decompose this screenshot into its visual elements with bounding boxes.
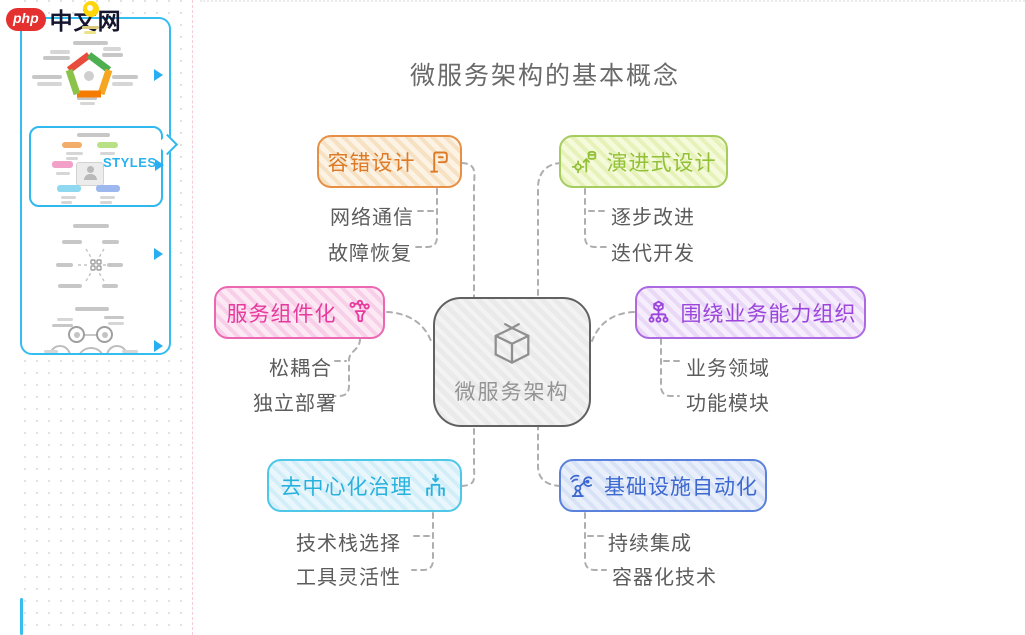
thumb-text-bar — [103, 47, 121, 51]
thumb-text-bar — [77, 133, 110, 137]
thumb-text-bar — [102, 53, 123, 57]
branch-label: 演进式设计 — [606, 151, 717, 175]
thumb-text-bar — [73, 224, 109, 228]
radial-links-icon — [78, 248, 112, 282]
leaf-label[interactable]: 功能模块 — [686, 393, 770, 415]
evolution-icon — [571, 150, 596, 174]
thumb-text-bar — [75, 307, 109, 311]
org-cube-icon — [648, 300, 668, 323]
thumb-text-bar — [102, 284, 118, 288]
play-arrow-icon[interactable] — [154, 69, 163, 81]
styles-sidebar: STYLES — [20, 17, 171, 355]
open-cube-icon — [494, 322, 530, 364]
branch-node-infrastructure-automation[interactable]: 基础设施自动化 — [559, 459, 767, 512]
thumb-text-bar — [80, 102, 95, 105]
leaf-label[interactable]: 迭代开发 — [611, 243, 695, 265]
mini-node-cyan — [57, 185, 81, 192]
thumb-text-bar — [104, 316, 124, 319]
branch-node-evolutionary[interactable]: 演进式设计 — [559, 135, 728, 188]
mini-node-blue — [96, 185, 120, 192]
mini-node-green — [97, 142, 118, 148]
template-thumb-styles[interactable]: STYLES — [29, 126, 164, 207]
thumb-text-bar — [56, 172, 70, 175]
mini-node-pink — [52, 161, 73, 168]
branch-label: 服务组件化 — [226, 302, 337, 326]
mini-node-orange — [62, 142, 82, 148]
center-node-label: 微服务架构 — [454, 380, 570, 404]
branch-node-decentralized-governance[interactable]: 去中心化治理 — [267, 459, 462, 512]
play-arrow-icon[interactable] — [154, 248, 163, 260]
play-arrow-icon[interactable] — [155, 159, 164, 171]
branch-node-fault-tolerant[interactable]: 容错设计 — [317, 135, 462, 188]
thumb-text-bar — [112, 82, 133, 86]
thumb-text-bar — [61, 196, 76, 199]
leaf-label[interactable]: 持续集成 — [608, 533, 692, 555]
leaf-label[interactable]: 业务领域 — [686, 358, 770, 380]
pentagon-chart-icon — [65, 52, 113, 98]
next-card-edge — [20, 598, 23, 635]
leaf-label[interactable]: 工具灵活性 — [296, 567, 401, 589]
leaf-label[interactable]: 松耦合 — [269, 358, 332, 380]
pink-guide-line — [192, 0, 193, 635]
thumb-text-bar — [100, 196, 115, 199]
center-node[interactable]: 微服务架构 — [433, 297, 591, 427]
thumb-text-bar — [52, 324, 73, 327]
thumb-text-bar — [32, 75, 62, 79]
template-thumb-faces[interactable] — [22, 303, 169, 353]
thumb-text-bar — [62, 240, 82, 244]
thumb-text-bar — [100, 201, 112, 204]
thumb-text-bar — [66, 157, 78, 160]
branch-label: 基础设施自动化 — [604, 475, 758, 499]
styles-label: STYLES — [103, 155, 157, 170]
thumb-text-bar — [57, 318, 73, 321]
thumb-text-bar — [44, 350, 58, 353]
lamp-icon — [82, 1, 102, 37]
decentral-icon — [425, 473, 445, 497]
thumb-text-bar — [66, 152, 83, 155]
mini-center-node — [76, 162, 104, 186]
thumb-text-bar — [112, 75, 138, 79]
flag-icon — [429, 151, 448, 173]
leaf-label[interactable]: 逐步改进 — [611, 207, 695, 229]
thumb-text-bar — [100, 152, 115, 155]
thumb-text-bar — [37, 82, 62, 86]
robot-arm-icon — [570, 474, 593, 497]
leaf-label[interactable]: 容器化技术 — [612, 567, 717, 589]
brand-logo[interactable]: php 中文网 — [6, 2, 122, 36]
thumb-text-bar — [102, 240, 119, 244]
thumb-text-bar — [73, 41, 108, 45]
mindmap-title: 微服务架构的基本概念 — [409, 62, 681, 90]
leaf-label[interactable]: 独立部署 — [253, 393, 337, 415]
php-badge: php — [6, 7, 46, 31]
thumb-text-bar — [108, 322, 124, 325]
mini-face-circle — [78, 347, 104, 353]
branch-label: 围绕业务能力组织 — [680, 302, 857, 326]
branch-label: 容错设计 — [327, 151, 416, 175]
thumb-connector-bar — [83, 334, 97, 336]
branch-node-business-capability[interactable]: 围绕业务能力组织 — [635, 286, 866, 339]
leaf-label[interactable]: 技术栈选择 — [296, 533, 401, 555]
molecule-icon — [348, 299, 370, 323]
thumb-text-bar — [50, 50, 70, 54]
leaf-label[interactable]: 网络通信 — [330, 207, 414, 229]
thumb-text-bar — [122, 350, 138, 353]
thumb-text-bar — [43, 56, 70, 60]
thumb-text-bar — [61, 201, 72, 204]
mini-face-circle — [68, 326, 85, 343]
canvas-top-guide — [200, 0, 1025, 2]
mini-face-circle — [96, 326, 113, 343]
play-arrow-icon[interactable] — [154, 340, 163, 352]
leaf-label[interactable]: 故障恢复 — [328, 243, 412, 265]
thumb-text-bar — [56, 263, 73, 267]
thumb-text-bar — [107, 263, 123, 267]
thumb-text-bar — [58, 284, 82, 288]
branch-label: 去中心化治理 — [280, 475, 413, 499]
branch-node-componentization[interactable]: 服务组件化 — [214, 286, 385, 339]
thumb-text-bar — [77, 97, 97, 100]
